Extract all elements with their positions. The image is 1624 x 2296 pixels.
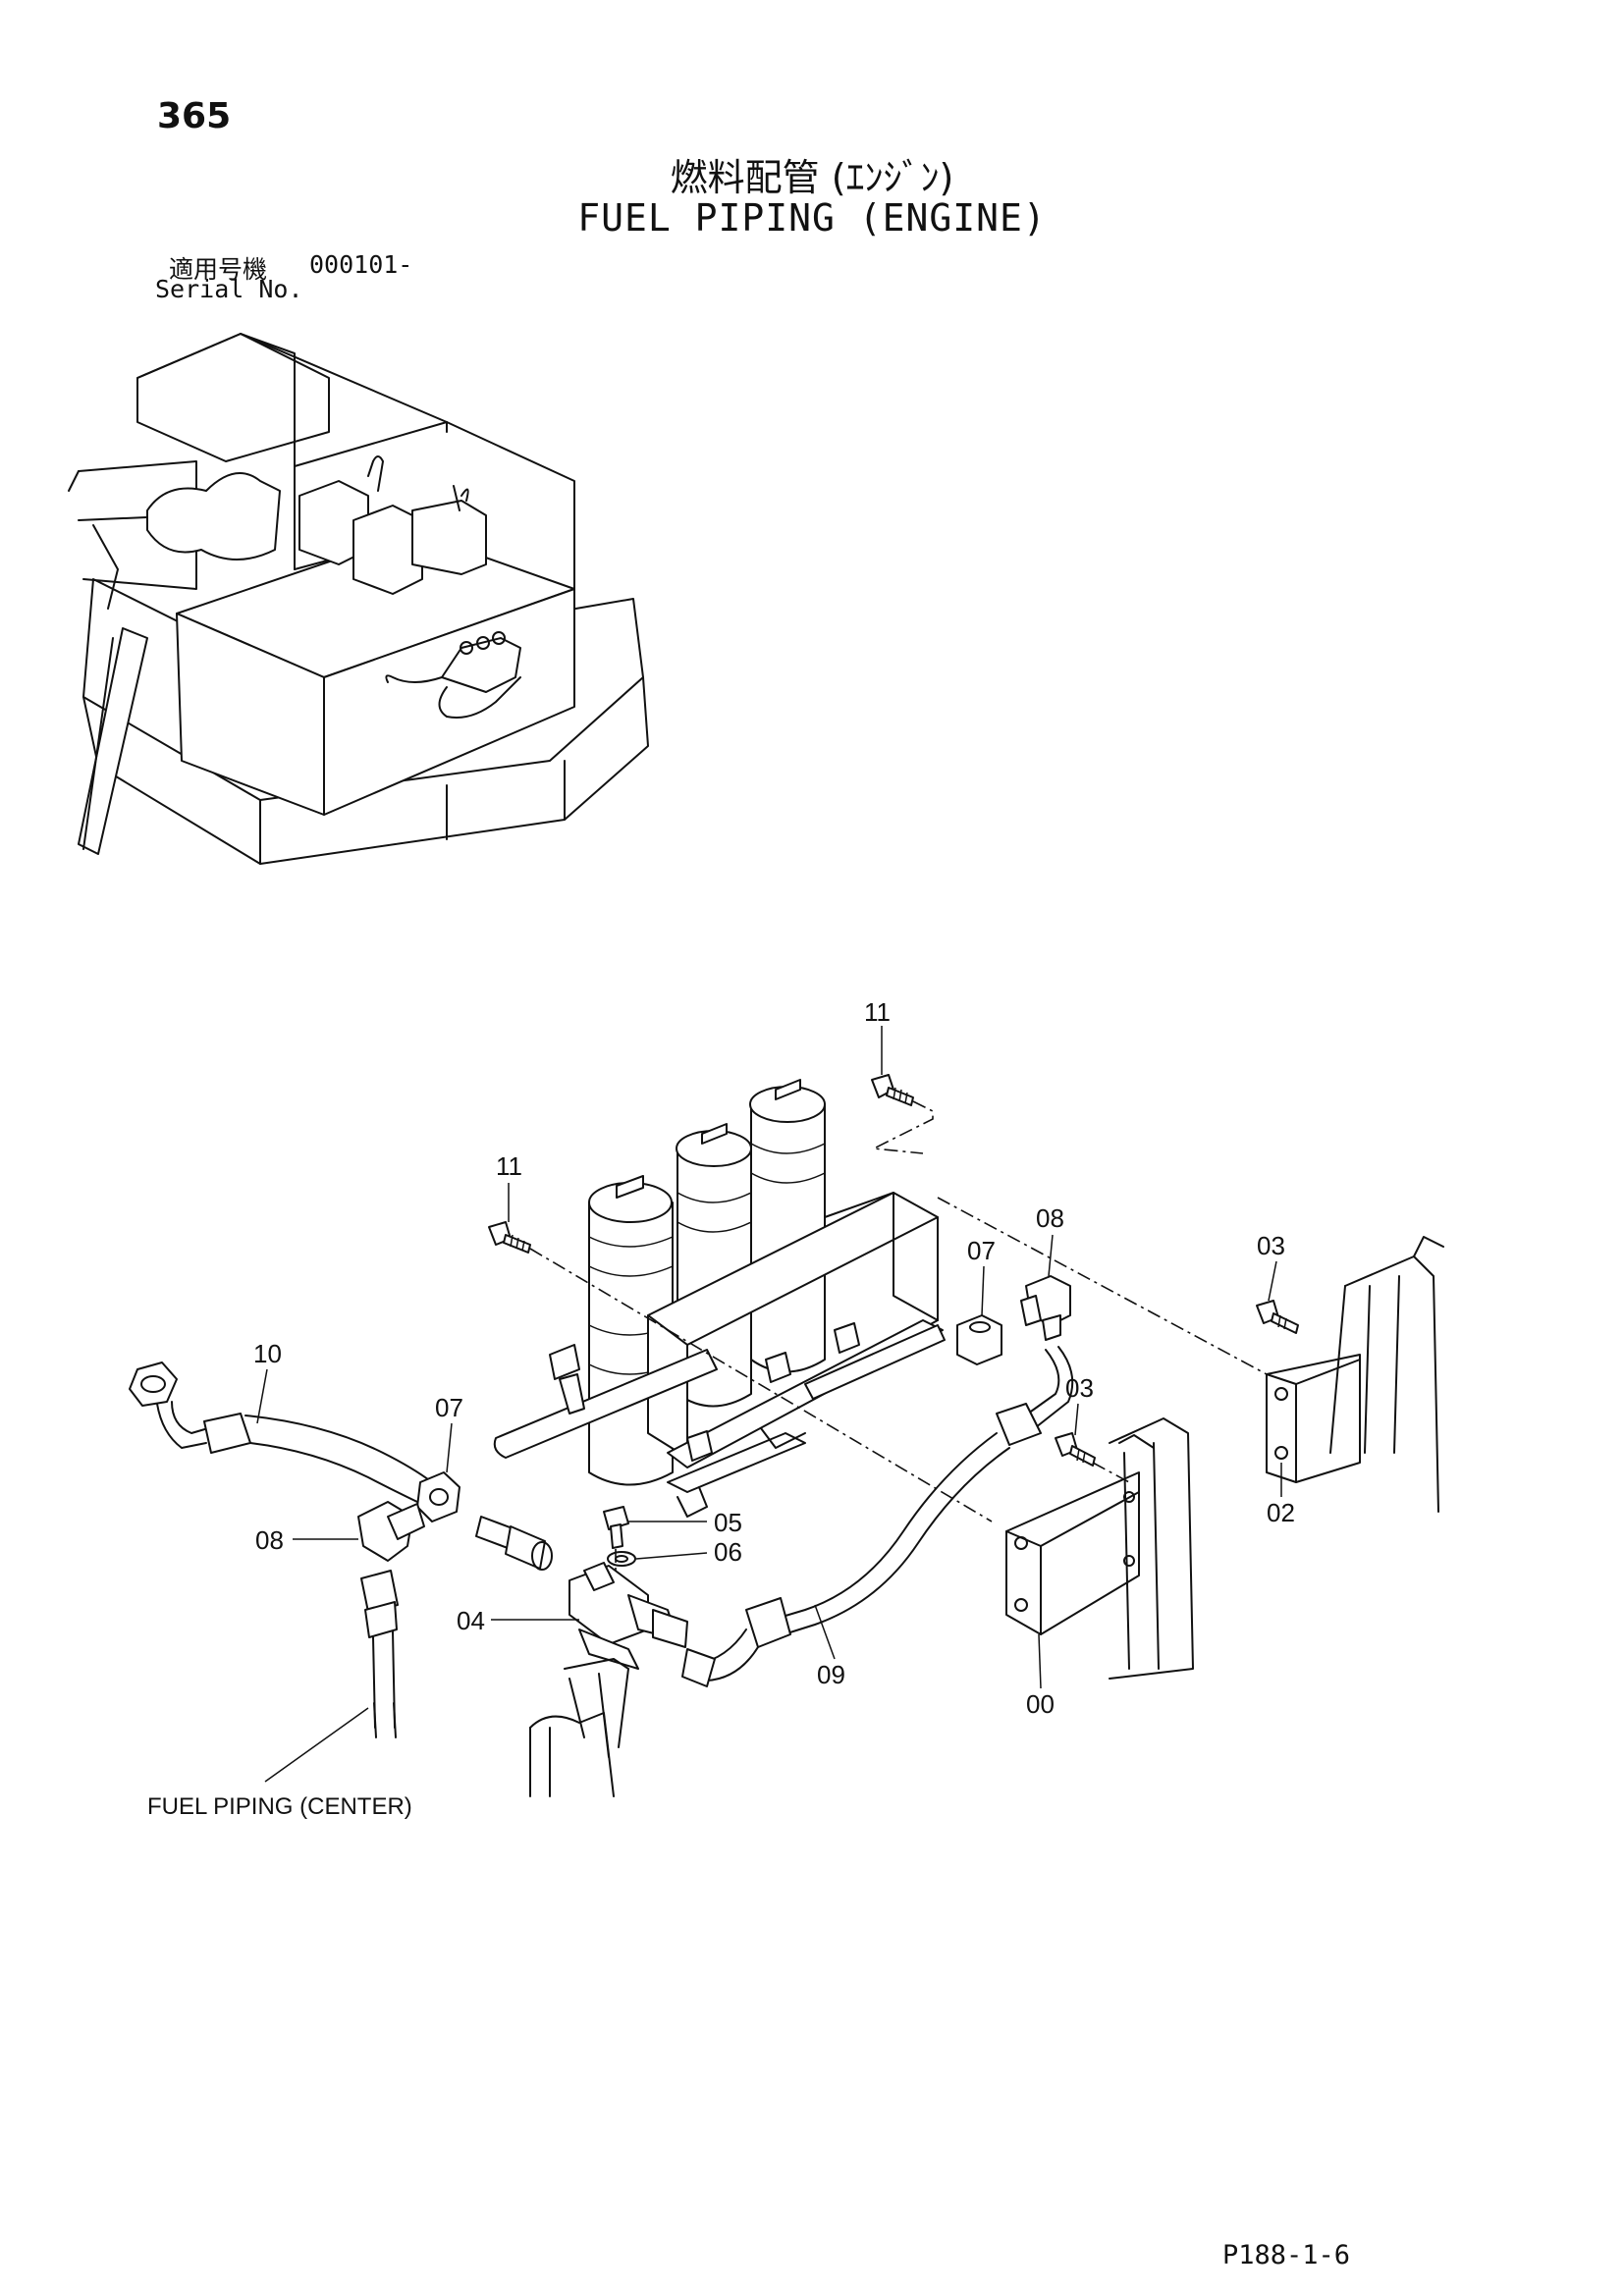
note-fuel-piping-center: FUEL PIPING (CENTER) (147, 1793, 412, 1820)
title-english: FUEL PIPING (ENGINE) (577, 196, 1047, 240)
bolt-03-upper (1256, 1300, 1299, 1334)
nut-07-upper (956, 1314, 1002, 1365)
callout-03-middle: 03 (1065, 1373, 1094, 1403)
block-04 (568, 1562, 688, 1670)
callout-07-lower: 07 (435, 1393, 463, 1422)
hose-09 (681, 1346, 1074, 1687)
serial-label-japanese: 適用号機 (169, 255, 268, 284)
elbow-08-lower (357, 1501, 425, 1562)
elbow-08-upper (1020, 1275, 1071, 1341)
callout-03-upper: 03 (1257, 1231, 1285, 1260)
bolt-03-middle (1055, 1432, 1096, 1467)
serial-label-english: Serial No. (155, 275, 303, 303)
serial-number-range: 000101- (309, 250, 413, 279)
page-number: 365 (157, 96, 232, 136)
callout-05: 05 (714, 1508, 742, 1537)
callout-06: 06 (714, 1537, 742, 1567)
callout-11-lower: 11 (496, 1151, 522, 1181)
callout-08-lower: 08 (255, 1525, 284, 1555)
callout-leaders (256, 1026, 1282, 1783)
assembly-line-03-middle (1092, 1462, 1130, 1483)
nut-07-lower (416, 1471, 460, 1522)
callout-11-upper: 11 (864, 997, 891, 1027)
bolt-11-lower (488, 1221, 531, 1254)
frame-post-middle (1109, 1417, 1194, 1680)
bolt-11-upper (871, 1074, 914, 1106)
callout-09: 09 (817, 1660, 845, 1689)
callout-10: 10 (253, 1339, 282, 1368)
overview-machine-sketch (68, 333, 649, 865)
bracket-00 (1005, 1471, 1140, 1635)
assembly-line-03-upper (937, 1197, 1268, 1375)
callout-04: 04 (457, 1606, 485, 1635)
bolt-05 (603, 1506, 629, 1549)
pipe-to-center (360, 1570, 399, 1738)
union-connector (475, 1516, 553, 1571)
callout-07-upper: 07 (967, 1236, 996, 1265)
washer-06 (607, 1551, 636, 1567)
filter-assembly (493, 1079, 946, 1518)
callout-00: 00 (1026, 1689, 1055, 1719)
frame-post-right (1329, 1236, 1444, 1513)
frame-post-lower (529, 1658, 629, 1797)
figure-code: P188-1-6 (1222, 2240, 1351, 2270)
hose-10 (129, 1362, 433, 1503)
callout-02: 02 (1267, 1498, 1295, 1527)
callout-08-upper: 08 (1036, 1203, 1064, 1233)
title-japanese: 燃料配管 (ｴﾝｼﾞﾝ) (670, 156, 954, 199)
assembly-line-11-upper (871, 1100, 934, 1154)
assembly-line-11-lower (529, 1248, 993, 1522)
